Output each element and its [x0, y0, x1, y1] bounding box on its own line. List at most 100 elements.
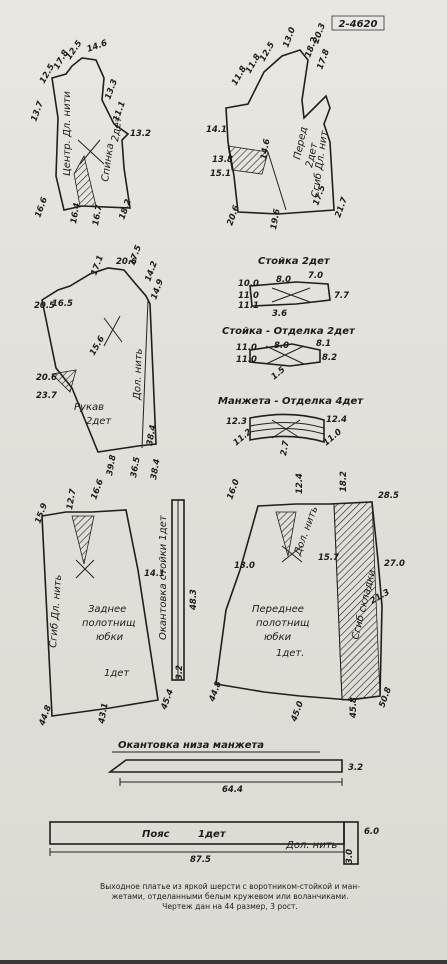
collar-trim-dim-label: 1.5	[270, 365, 288, 382]
front-skirt-piece: Переднее полотнищ юбки 1дет. Дол. нить С…	[207, 471, 405, 724]
caption: Выходное платье из яркой шерсти с воротн…	[60, 882, 400, 912]
front-dim-label: 20.6	[225, 204, 242, 227]
collar-binding-dim-label: 48.3	[189, 589, 199, 611]
front-dim-label: 21.7	[333, 196, 350, 219]
front-skirt-grain: Дол. нить	[292, 505, 320, 558]
back-count-label: 2дет	[110, 115, 125, 143]
front-count-label: 2дет	[304, 140, 320, 168]
collar-binding-dims: 48.3 3.2	[175, 589, 199, 680]
back-skirt-dim-label: 16.6	[89, 478, 106, 501]
cuff-trim-dim-label: 11.0	[322, 427, 345, 448]
back-skirt-line2: полотнищ	[82, 618, 135, 629]
front-skirt-dim-label: 13.0	[234, 561, 255, 571]
sleeve-dim-label: 20.6	[36, 373, 57, 383]
belt-count: 1дет	[198, 829, 227, 840]
back-dim-label: 16.7	[91, 204, 105, 226]
back-dim-label: 16.6	[33, 196, 50, 219]
back-skirt-grain: Сгиб Дл. нить	[47, 574, 64, 648]
collar-dim-label: 11.0	[238, 291, 259, 301]
collar-dim-label: 7.7	[334, 291, 349, 301]
caption-line-3: Чертеж дан на 44 размер, 3 рост.	[162, 902, 298, 911]
front-dim-label: 14.1	[206, 125, 227, 135]
front-skirt-line2: полотнищ	[256, 618, 309, 629]
sleeve-dim-label: 39.8	[105, 454, 119, 476]
back-dim-label: 14.6	[86, 38, 109, 55]
front-skirt-dim-label: 15.7	[318, 553, 339, 563]
sheet-code-box	[331, 15, 385, 31]
cuff-binding-piece: Окантовка низа манжета 3.2 64.4	[107, 740, 363, 795]
front-dim-label: 19.6	[269, 208, 283, 230]
front-dim-label: 15.1	[210, 169, 231, 179]
back-name-label: Спинка	[100, 143, 116, 183]
cuff-binding-title: Окантовка низа манжета	[118, 740, 264, 751]
collar-trim-dim-label: 11.0	[236, 343, 257, 353]
cuff-binding-dim-label: 3.2	[348, 763, 363, 773]
belt-dim-label: 87.5	[190, 855, 211, 865]
front-skirt-dim-label: 45.0	[289, 700, 306, 724]
front-dim-label: 14.6	[259, 138, 273, 160]
collar-trim-title: Стойка - Отделка 2дет	[222, 326, 356, 337]
sheet-code: 2-4620	[339, 19, 378, 30]
back-skirt-dim-label: 12.7	[65, 488, 79, 510]
back-skirt-piece: Заднее полотнищ юбки 1дет Сгиб Дл. нить …	[33, 478, 176, 728]
collar-trim-dim-label: 8.1	[316, 339, 331, 349]
cuff-trim-dim-label: 2.7	[279, 440, 291, 457]
belt-grain: Дол. нить	[285, 840, 338, 851]
front-skirt-dim-label: 16.0	[225, 478, 242, 501]
sleeve-grain-label: Дол. нить	[132, 348, 145, 401]
back-skirt-dim-label: 43.1	[97, 702, 111, 725]
back-dim-label: 13.7	[29, 100, 46, 123]
belt-dim-label: 3.0	[345, 849, 355, 864]
collar-trim-dim-label: 8.2	[322, 353, 337, 363]
back-dim-label: 11.1	[111, 100, 128, 123]
collar-binding-title: Окантовка стойки 1дет	[158, 514, 169, 640]
back-skirt-dim-label: 45.4	[159, 688, 176, 712]
back-dim-label: 13.2	[130, 129, 151, 139]
belt-name: Пояс	[142, 829, 170, 840]
front-skirt-dim-label: 18.2	[339, 471, 349, 492]
front-dim-label: 18.2	[303, 36, 320, 59]
front-dim-label: 13.0	[281, 26, 298, 49]
collar-trim-dim-label: 8.0	[274, 341, 289, 351]
front-skirt-count: 1дет.	[276, 648, 304, 659]
back-skirt-count: 1дет	[104, 668, 130, 679]
sleeve-count-label: 2дет	[86, 416, 112, 427]
cuff-trim-dim-label: 12.4	[326, 415, 347, 425]
front-skirt-line3: юбки	[264, 631, 292, 643]
sleeve-dim-label: 38.4	[145, 424, 159, 446]
caption-line-2: жетами, отделанными белым кружевом или в…	[111, 892, 349, 901]
sleeve-dim-label: 20.6	[116, 257, 137, 267]
collar-dim-label: 3.6	[272, 309, 287, 319]
sleeve-name-label: Рукав	[74, 402, 104, 413]
front-dim-label: 13.8	[212, 155, 233, 165]
front-skirt-dim-label: 27.0	[384, 559, 405, 569]
sleeve-dim-label: 20.5	[34, 301, 55, 311]
sleeve-dim-label: 38.4	[149, 458, 163, 480]
sleeve-dim-label: 36.5	[129, 456, 143, 478]
collar-binding-dim-label: 3.2	[175, 665, 185, 680]
back-skirt-dim-label: 14.1	[144, 569, 165, 579]
front-skirt-dim-label: 12.4	[295, 473, 305, 494]
caption-line-1: Выходное платье из яркой шерсти с воротн…	[100, 882, 360, 891]
cuff-binding-dim-label: 64.4	[222, 785, 243, 795]
front-piece: Перед 2дет Сгиб Дл. нит 11.811.812.513.0…	[206, 22, 350, 231]
cuff-binding-dims: 3.2 64.4	[222, 763, 363, 795]
collar-dim-label: 11.1	[238, 301, 259, 311]
cuff-trim-title: Манжета - Отделка 4дет	[218, 396, 364, 407]
back-skirt-line1: Заднее	[88, 604, 126, 615]
front-skirt-dim-label: 44.8	[207, 680, 224, 704]
front-dim-label: 17.8	[315, 48, 332, 71]
back-skirt-line3: юбки	[96, 631, 124, 643]
collar-title: Стойка 2дет	[258, 256, 331, 267]
back-dim-label: 16.4	[69, 202, 83, 224]
back-grain-label: Центр. Дл. нити	[62, 91, 73, 176]
back-dim-label: 18.2	[117, 198, 134, 221]
